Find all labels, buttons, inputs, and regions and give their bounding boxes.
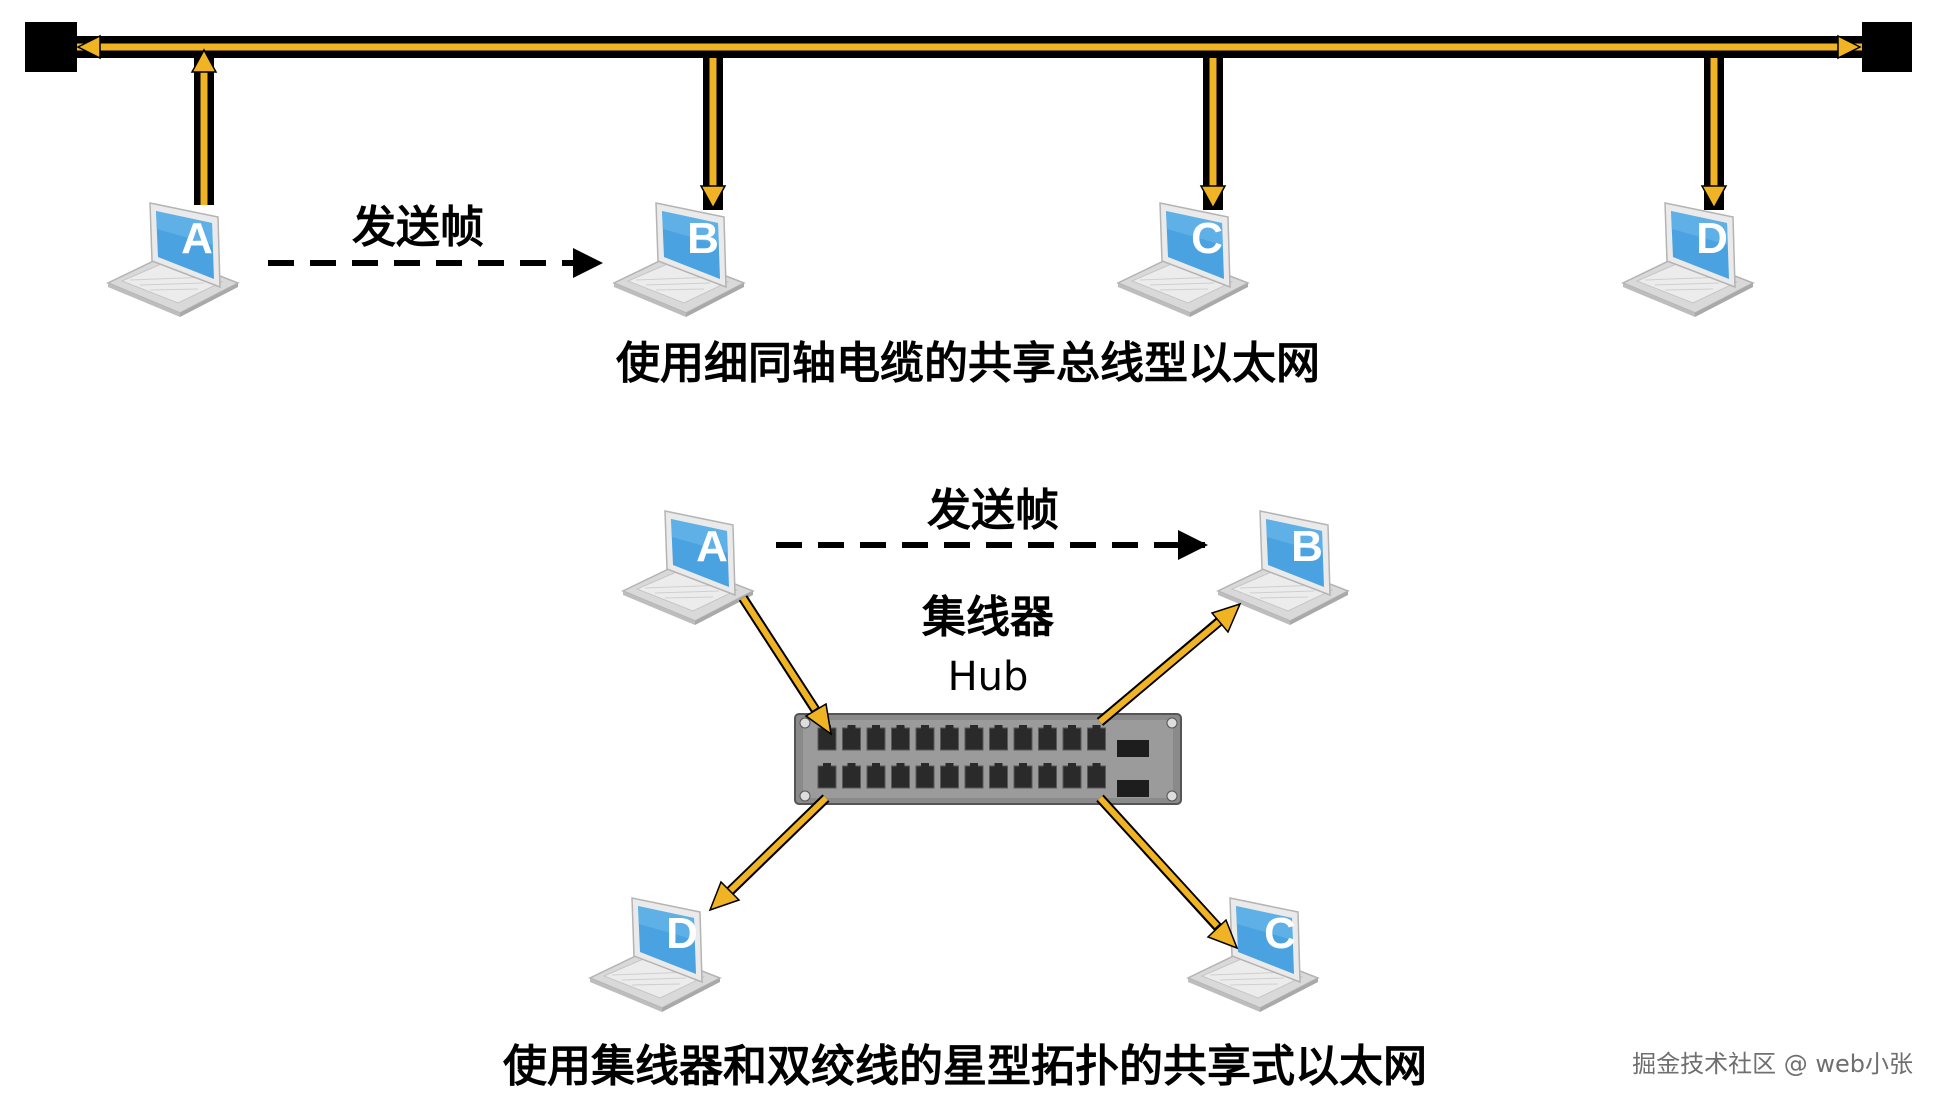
star-topology: A B D C 发送帧 集线器 Hub	[503, 485, 1427, 1092]
bus-terminator-left	[25, 22, 77, 72]
bus-drop-a	[190, 48, 218, 205]
star-link-hub-to-c	[1096, 794, 1239, 950]
hub-port-notch	[1092, 725, 1101, 729]
hub-port-notch	[945, 725, 954, 729]
hub-port-notch	[1068, 725, 1076, 729]
bus-terminator-right	[1862, 22, 1912, 72]
bus-drop-c	[1199, 58, 1227, 210]
hub-port-grid	[817, 725, 1106, 789]
hub-port-notch	[1092, 763, 1101, 767]
star-laptop-d: D	[589, 897, 721, 1013]
star-laptop-b-label: B	[1291, 522, 1323, 571]
hub-port-notch	[872, 725, 880, 729]
hub-port	[1062, 765, 1082, 789]
hub-port-notch	[1019, 763, 1027, 767]
bus-laptop-a: A	[107, 202, 239, 318]
star-link-hub-to-b	[1096, 602, 1242, 726]
hub-port	[842, 765, 861, 789]
watermark: 掘金技术社区 @ web小张	[1632, 1050, 1913, 1078]
hub-port	[842, 727, 861, 751]
hub-label-en: Hub	[948, 654, 1029, 700]
bus-laptop-b-label: B	[687, 214, 719, 263]
hub-port	[940, 727, 959, 751]
hub-port-notch	[994, 725, 1003, 729]
hub-device	[794, 713, 1182, 805]
hub-port	[866, 727, 886, 751]
hub-port-notch	[970, 725, 978, 729]
hub-port-notch	[1043, 725, 1052, 729]
hub-port	[1013, 727, 1033, 751]
bus-laptop-d-label: D	[1696, 214, 1728, 263]
hub-port-notch	[921, 763, 929, 767]
bus-caption: 使用细同轴电缆的共享总线型以太网	[616, 338, 1320, 389]
star-laptop-c: C	[1187, 897, 1319, 1013]
hub-port-notch	[872, 763, 880, 767]
hub-port	[866, 765, 886, 789]
star-laptop-d-label: D	[666, 909, 698, 958]
star-laptop-c-label: C	[1264, 909, 1296, 958]
bus-arrowhead-left	[76, 34, 101, 60]
bus-laptop-c-label: C	[1191, 214, 1223, 263]
hub-port	[891, 765, 910, 789]
hub-port-notch	[896, 725, 905, 729]
hub-port-notch	[1068, 763, 1076, 767]
hub-port	[1038, 765, 1057, 789]
hub-port-notch	[1019, 725, 1027, 729]
hub-port-notch	[970, 763, 978, 767]
bus-laptop-d: D	[1622, 202, 1754, 318]
hub-port	[1087, 765, 1106, 789]
bus-send-frame-label: 发送帧	[352, 202, 484, 253]
hub-port	[915, 727, 935, 751]
hub-port	[1087, 727, 1106, 751]
star-caption: 使用集线器和双绞线的星型拓扑的共享式以太网	[503, 1041, 1427, 1092]
hub-port	[989, 765, 1008, 789]
hub-port	[915, 765, 935, 789]
hub-port-notch	[847, 725, 856, 729]
star-send-frame-label: 发送帧	[927, 485, 1059, 536]
hub-port	[891, 727, 910, 751]
hub-port-notch	[1043, 763, 1052, 767]
star-laptop-a: A	[622, 510, 754, 626]
bus-laptop-a-label: A	[181, 214, 213, 263]
star-link-hub-to-d	[708, 794, 830, 912]
hub-label-zh: 集线器	[921, 592, 1055, 643]
star-laptop-b: B	[1217, 510, 1349, 626]
bus-topology: A B C D 发送帧 使用细同轴电缆的共享总线型以太网	[25, 22, 1912, 389]
star-link-a-to-hub	[738, 595, 833, 736]
hub-port-notch	[847, 763, 856, 767]
bus-arrowhead-right	[1837, 34, 1862, 60]
hub-port	[1013, 765, 1033, 789]
hub-port	[817, 765, 837, 789]
hub-port	[940, 765, 959, 789]
hub-port-notch	[945, 763, 954, 767]
hub-port-notch	[921, 725, 929, 729]
star-laptop-a-label: A	[696, 522, 728, 571]
bus-drop-b	[699, 58, 727, 210]
bus-drop-d	[1700, 58, 1728, 210]
hub-port	[989, 727, 1008, 751]
hub-port-notch	[896, 763, 905, 767]
bus-laptop-c: C	[1117, 202, 1249, 318]
hub-port-notch	[994, 763, 1003, 767]
hub-port	[1038, 727, 1057, 751]
hub-port	[1062, 727, 1082, 751]
hub-port	[964, 765, 984, 789]
hub-port-notch	[823, 763, 831, 767]
bus-laptop-b: B	[613, 202, 745, 318]
hub-port	[964, 727, 984, 751]
